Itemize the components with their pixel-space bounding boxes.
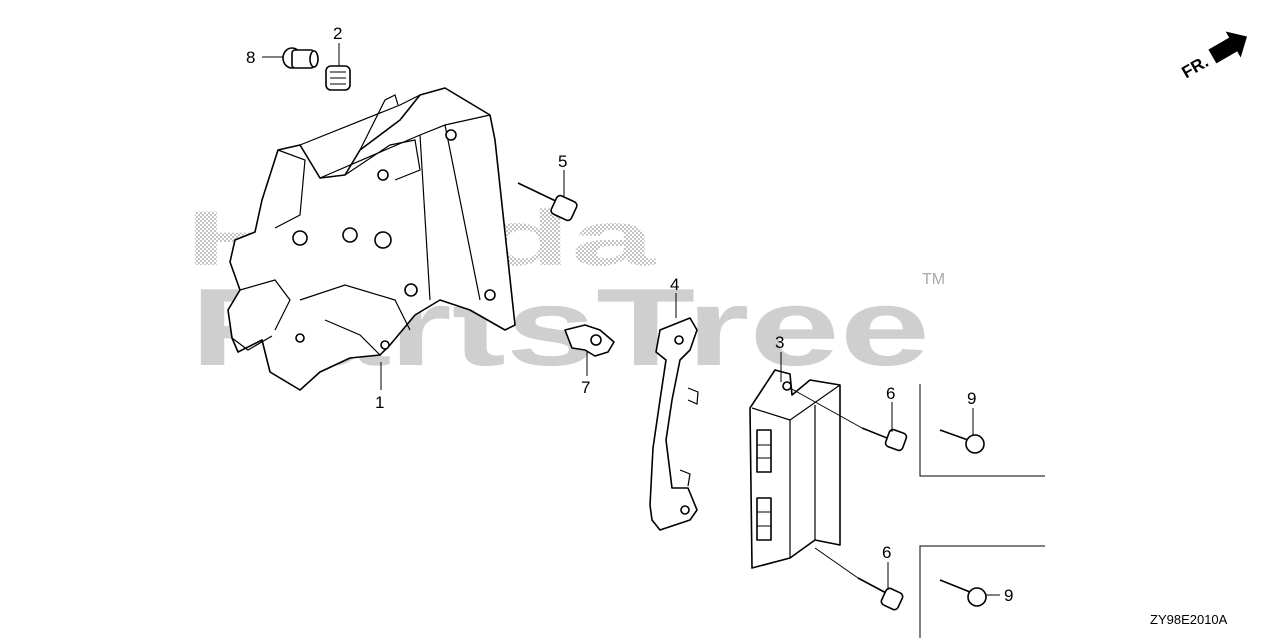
part-screw-9-lower [939,579,987,607]
callout-1: 1 [375,393,384,412]
callout-8: 8 [246,48,255,67]
front-direction-marker: FR. [1178,31,1248,82]
callout-6-upper: 6 [886,384,895,403]
part-stay [649,317,699,531]
part-bolt-6-lower [857,577,904,611]
part-grommet [325,65,351,91]
callout-6-lower: 6 [882,543,891,562]
front-direction-label: FR. [1178,52,1211,82]
part-housing-bracket [227,87,516,391]
callout-9-lower: 9 [1004,586,1013,605]
part-clip [564,324,615,357]
part-control-unit [749,369,841,569]
leader-lines [262,43,1000,596]
callout-4: 4 [670,275,679,294]
part-collar [282,47,319,69]
callout-7: 7 [581,378,590,397]
callout-9-upper: 9 [967,389,976,408]
diagram-code: ZY98E2010A [1150,612,1228,627]
front-arrow-icon [1208,31,1248,64]
part-bolt-6-upper [861,427,908,452]
part-bolt-5 [517,182,578,222]
watermark-trademark: TM [922,271,945,288]
part-screw-9-upper [939,429,985,454]
callout-2: 2 [333,24,342,43]
variant-bracket-upper [919,384,1045,477]
callout-3: 3 [775,333,784,352]
variant-bracket-lower [919,545,1045,638]
callout-5: 5 [558,152,567,171]
